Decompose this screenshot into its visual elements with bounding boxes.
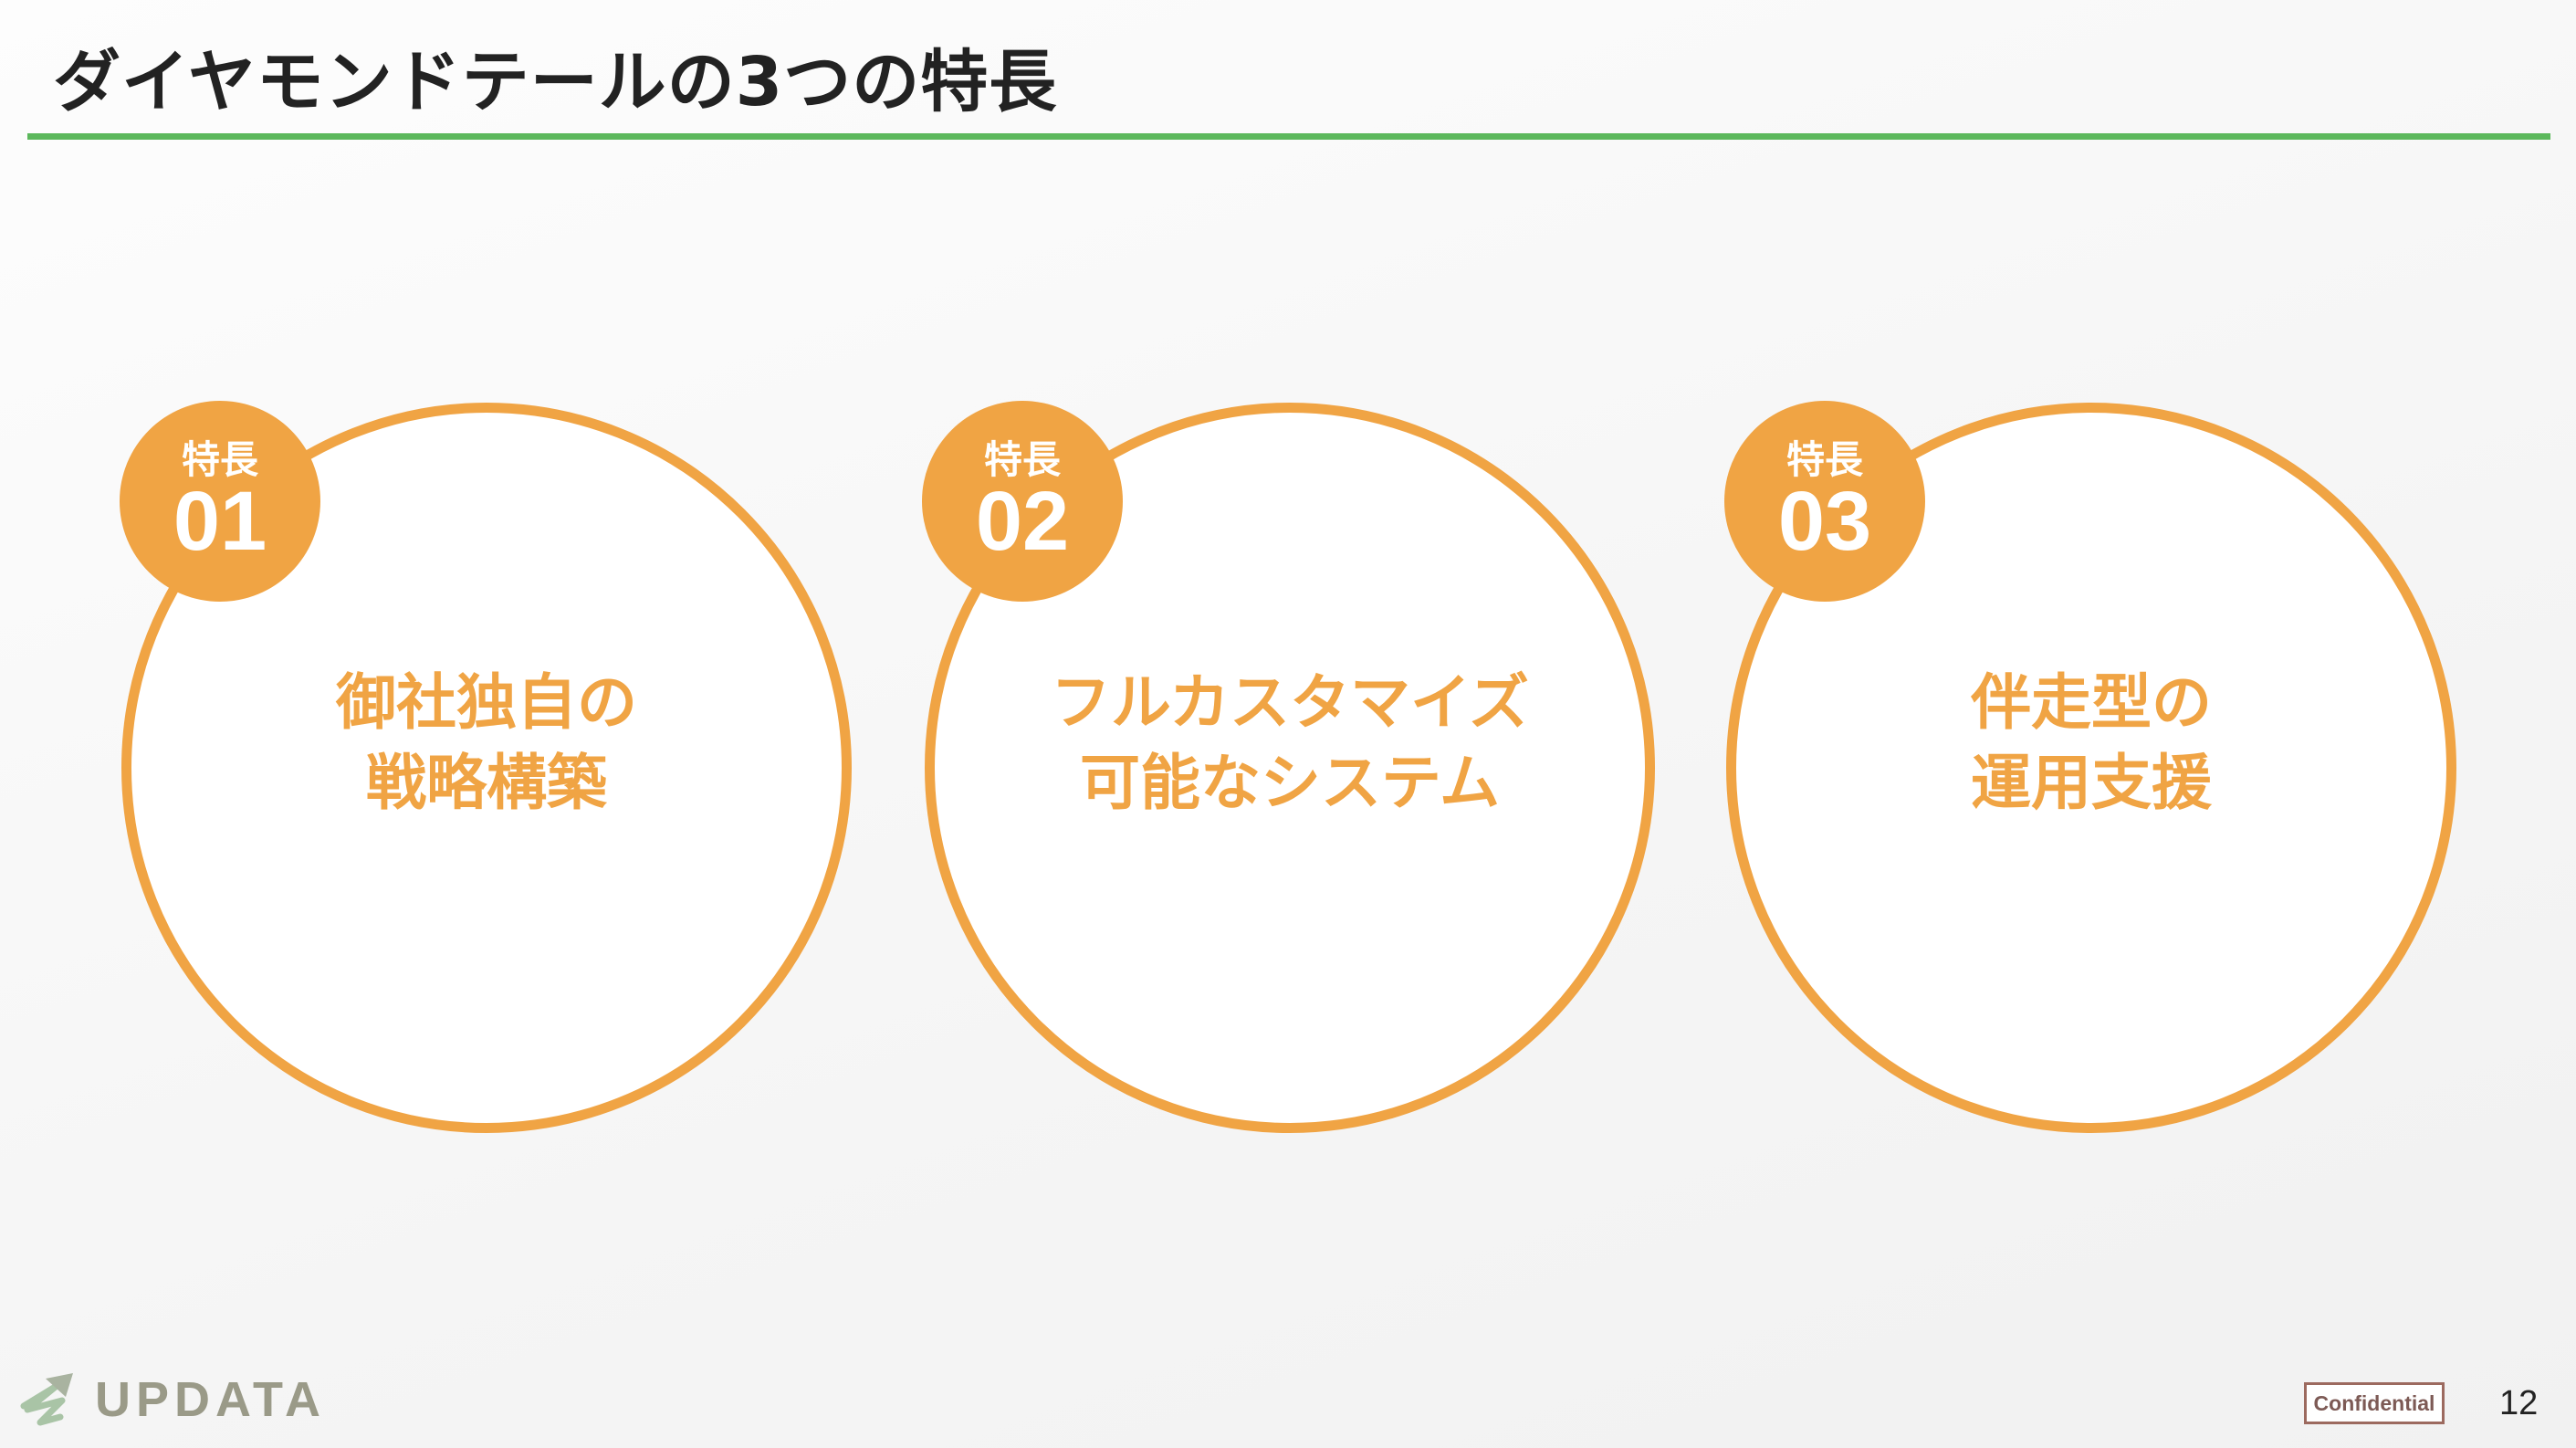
feature-badge-3: 特長 03 <box>1724 401 1925 602</box>
feature-badge-2: 特長 02 <box>922 401 1123 602</box>
slide-title: ダイヤモンドテールの3つの特長 <box>53 43 1058 121</box>
page-number: 12 <box>2499 1384 2539 1422</box>
feature-text-line1: 御社独自の <box>336 666 637 738</box>
badge-number: 01 <box>173 475 267 568</box>
feature-text-line1: 伴走型の <box>1971 666 2212 738</box>
feature-text-line2: 可能なシステム <box>1079 747 1500 818</box>
badge-label: 特長 <box>1785 437 1863 482</box>
feature-badge-1: 特長 01 <box>120 401 320 602</box>
title-divider <box>27 133 2550 140</box>
badge-number: 03 <box>1777 475 1872 568</box>
logo-text: UPDATA <box>95 1372 326 1427</box>
badge-label: 特長 <box>983 437 1061 482</box>
feature-text-line2: 運用支援 <box>1971 747 2212 818</box>
feature-text-line2: 戦略構築 <box>366 747 607 818</box>
badge-label: 特長 <box>181 437 258 482</box>
badge-number: 02 <box>975 475 1070 568</box>
feature-text-line1: フルカスタマイズ <box>1050 666 1530 738</box>
updata-logo: UPDATA <box>20 1369 326 1430</box>
confidential-badge: Confidential <box>2304 1382 2445 1424</box>
arrow-zigzag-icon <box>20 1373 73 1426</box>
